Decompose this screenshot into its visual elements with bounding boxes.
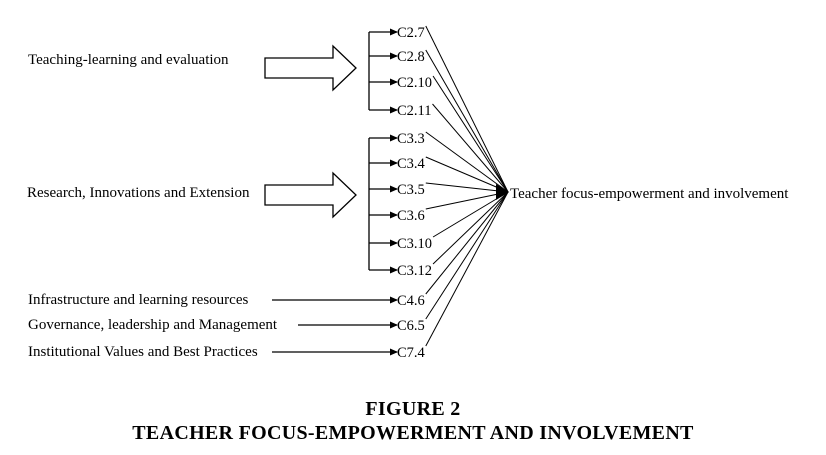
converge-line	[425, 191, 509, 320]
converge-line	[425, 191, 509, 295]
converge-line	[432, 191, 509, 238]
item-code: C2.8	[397, 49, 425, 65]
converge-line	[425, 25, 509, 193]
item-code: C6.5	[397, 318, 425, 334]
item-code: C2.10	[397, 75, 432, 91]
converge-line	[425, 191, 509, 210]
converging-lines	[425, 25, 509, 347]
source-label: Infrastructure and learning resources	[28, 292, 248, 308]
converge-line	[425, 49, 509, 193]
group-label: Teaching-learning and evaluation	[28, 52, 229, 68]
item-code: C3.6	[397, 208, 425, 224]
item-code: C2.7	[397, 25, 425, 41]
source-label: Governance, leadership and Management	[28, 317, 278, 333]
item-code: C3.12	[397, 263, 432, 279]
item-code: C3.4	[397, 156, 426, 172]
target-label: Teacher focus-empowerment and involvemen…	[510, 186, 789, 202]
item-code: C4.6	[397, 293, 425, 309]
converge-line	[425, 182, 509, 193]
item-code: C7.4	[397, 345, 426, 361]
item-code: C3.3	[397, 131, 425, 147]
item-code: C3.10	[397, 236, 432, 252]
group-label: Research, Innovations and Extension	[27, 185, 250, 201]
block-arrow	[264, 171, 357, 219]
direct-links: Infrastructure and learning resources C4.…	[28, 292, 426, 361]
figure-title: TEACHER FOCUS-EMPOWERMENT AND INVOLVEMEN…	[132, 422, 694, 444]
source-label: Institutional Values and Best Practices	[28, 344, 258, 360]
converge-line	[425, 191, 509, 347]
direct-link-2: Governance, leadership and Management C6.…	[28, 317, 425, 334]
block-arrow	[264, 44, 357, 92]
group-blocks: Teaching-learning and evaluation C2.7C2.8…	[27, 25, 432, 279]
item-code: C2.11	[397, 103, 432, 119]
item-code: C3.5	[397, 182, 425, 198]
converge-line	[425, 131, 509, 193]
converge-line	[432, 103, 509, 193]
converge-line	[432, 191, 509, 265]
target-arrowhead	[496, 184, 509, 200]
direct-link-1: Infrastructure and learning resources C4.…	[28, 292, 425, 309]
group-2: Research, Innovations and Extension C3.3C…	[27, 131, 432, 279]
group-1: Teaching-learning and evaluation C2.7C2.8…	[28, 25, 432, 119]
direct-link-3: Institutional Values and Best Practices C…	[28, 344, 426, 361]
converge-line	[432, 75, 509, 193]
figure-number: FIGURE 2	[365, 398, 461, 420]
converge-line	[425, 156, 509, 193]
